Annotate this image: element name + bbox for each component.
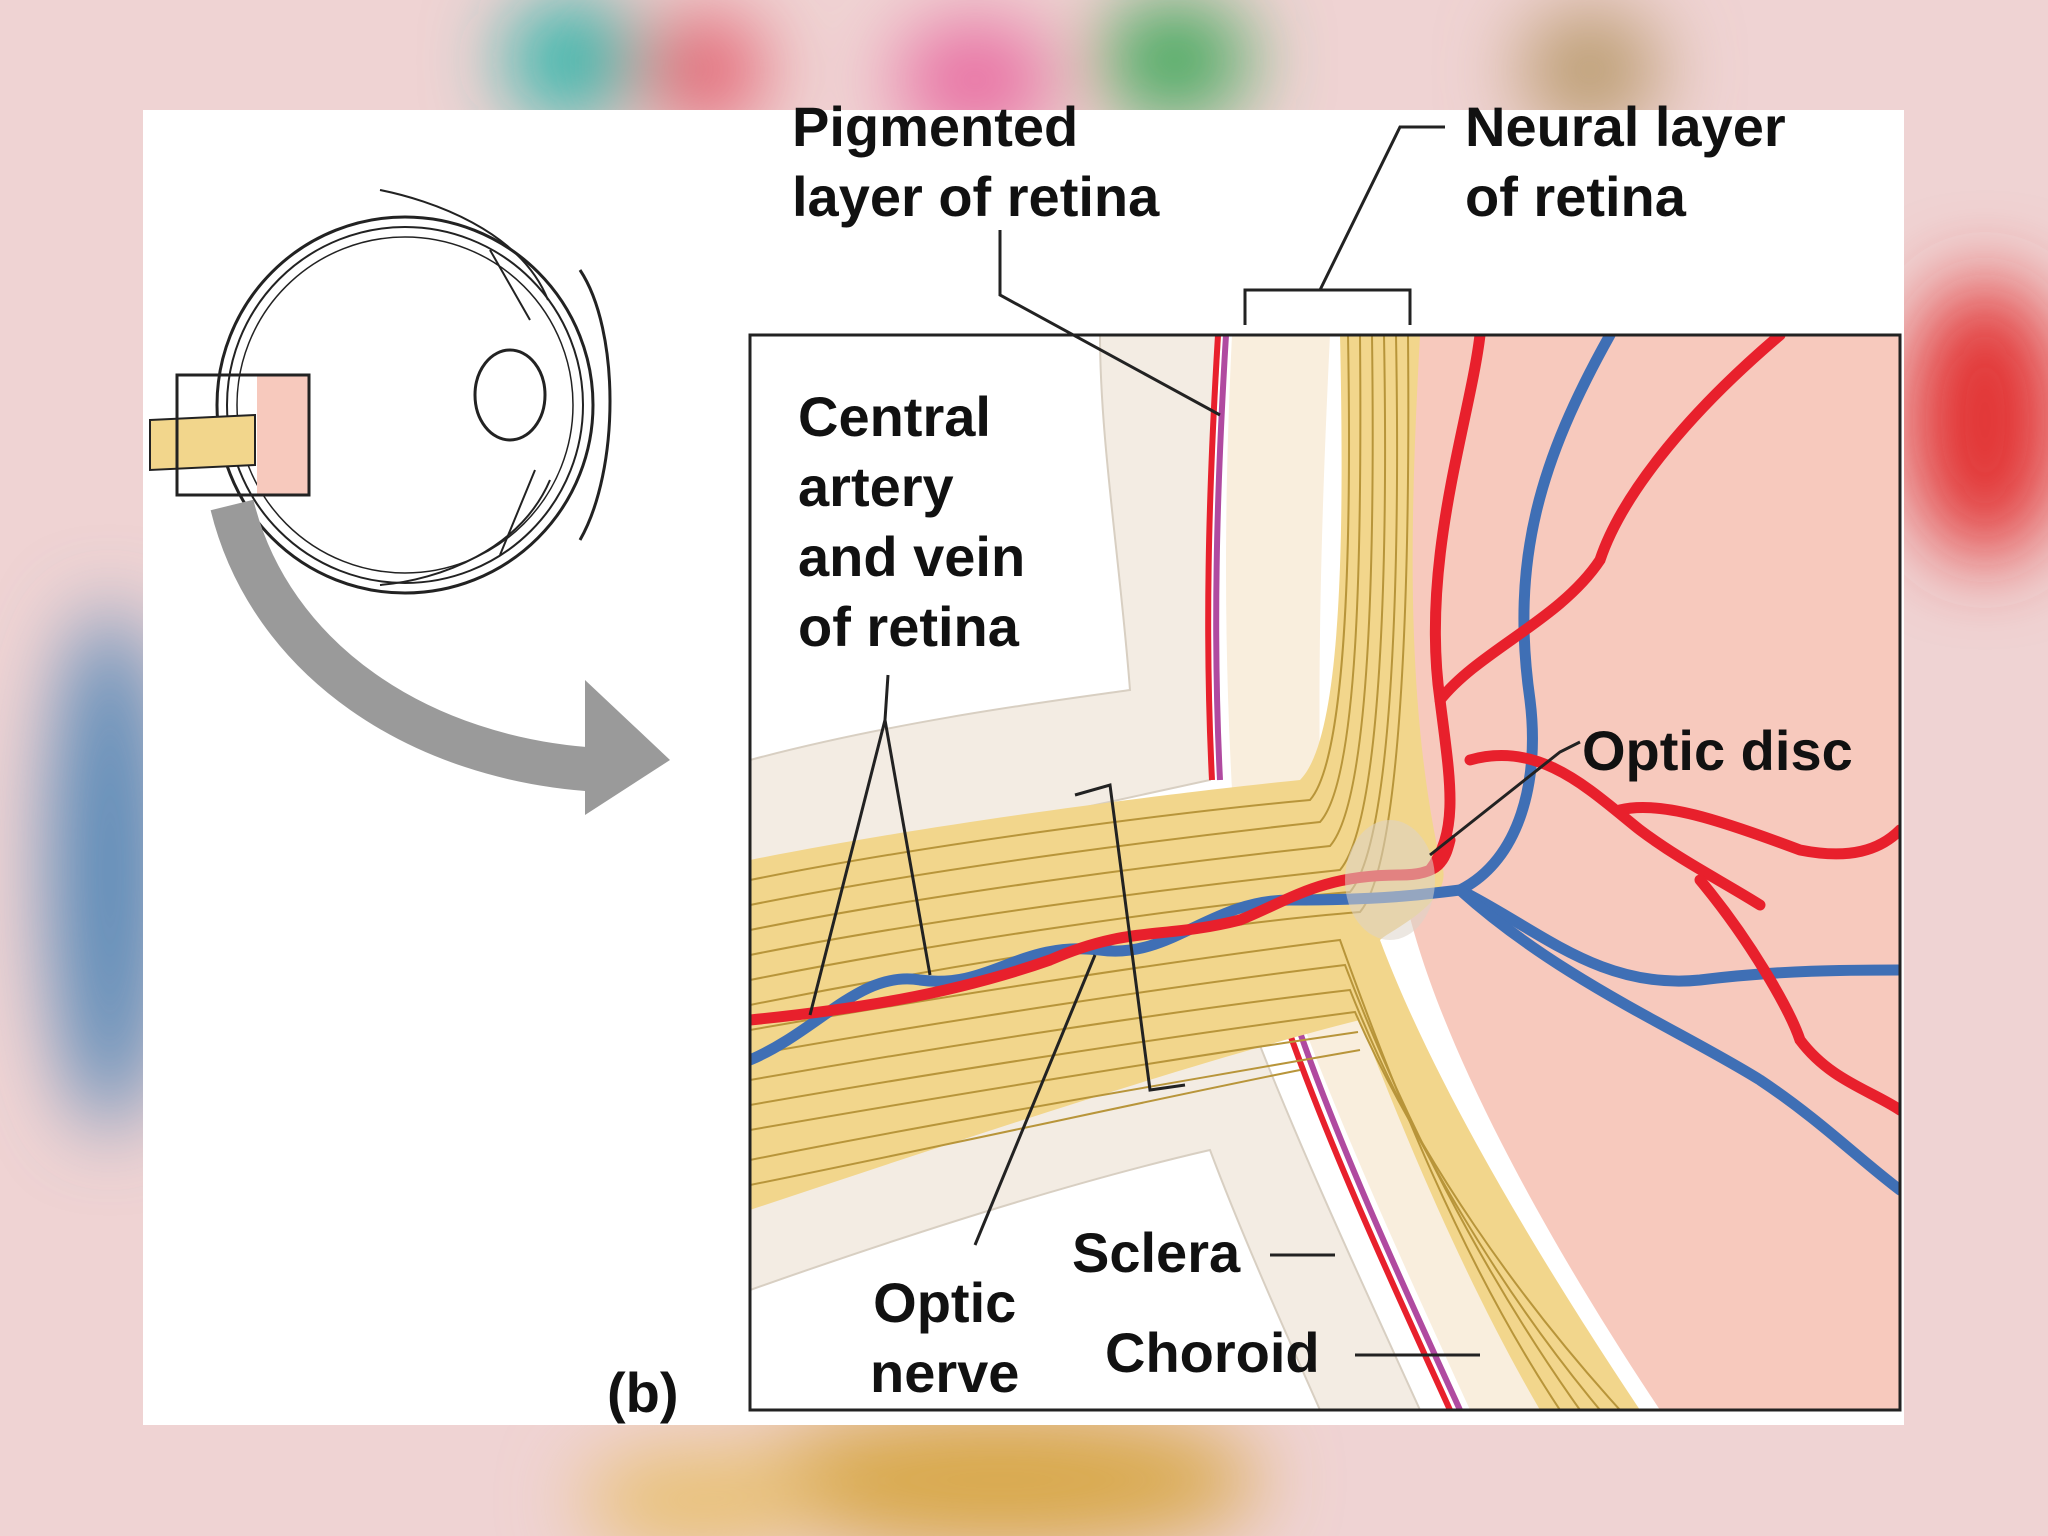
label-pigmented-layer: Pigmented layer of retina xyxy=(792,95,1160,228)
central-vessels-leader xyxy=(808,674,932,1016)
eye-overview xyxy=(215,189,612,595)
label-central-artery-vein: Central artery and vein of retina xyxy=(798,385,1026,658)
neural-layer-bracket xyxy=(1243,288,1412,325)
pigmented-layer-leader xyxy=(998,230,1221,417)
label-panel-b: (b) xyxy=(607,1361,679,1424)
neural-layer-leader xyxy=(1318,125,1445,291)
label-sclera: Sclera xyxy=(1072,1221,1241,1284)
label-optic-nerve: Optic nerve xyxy=(870,1271,1020,1404)
zoom-box-small xyxy=(149,373,311,497)
label-optic-disc: Optic disc xyxy=(1582,719,1853,782)
label-neural-layer: Neural layer of retina xyxy=(1465,95,1786,228)
retina-detail xyxy=(750,335,1900,1410)
label-choroid: Choroid xyxy=(1105,1321,1320,1384)
nerve-fiber-lines xyxy=(750,335,1621,1410)
optic-nerve-bracket xyxy=(1074,783,1186,1092)
magnify-arrow xyxy=(210,499,670,815)
optic-nerve-leader xyxy=(973,954,1097,1246)
leader-lines xyxy=(808,125,1581,1357)
optic-disc-leader xyxy=(1429,740,1581,857)
detail-frame xyxy=(748,333,1902,1412)
